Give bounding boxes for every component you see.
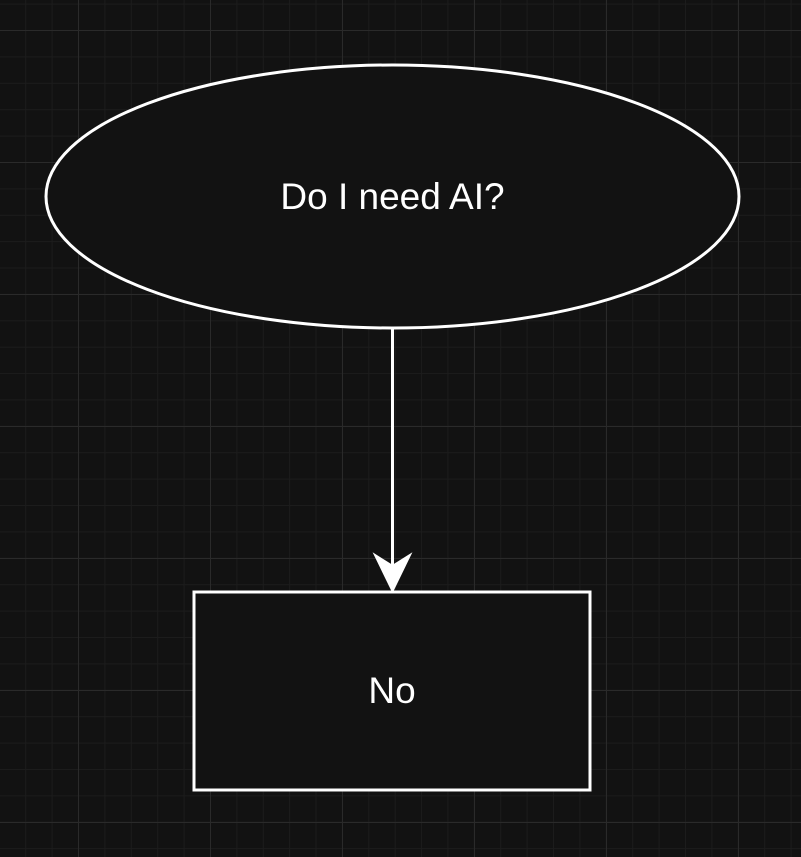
connector-arrowhead bbox=[372, 552, 413, 594]
end-rect-node[interactable] bbox=[192, 590, 592, 792]
end-node-label: No bbox=[368, 670, 416, 711]
start-node-label: Do I need AI? bbox=[280, 175, 505, 217]
